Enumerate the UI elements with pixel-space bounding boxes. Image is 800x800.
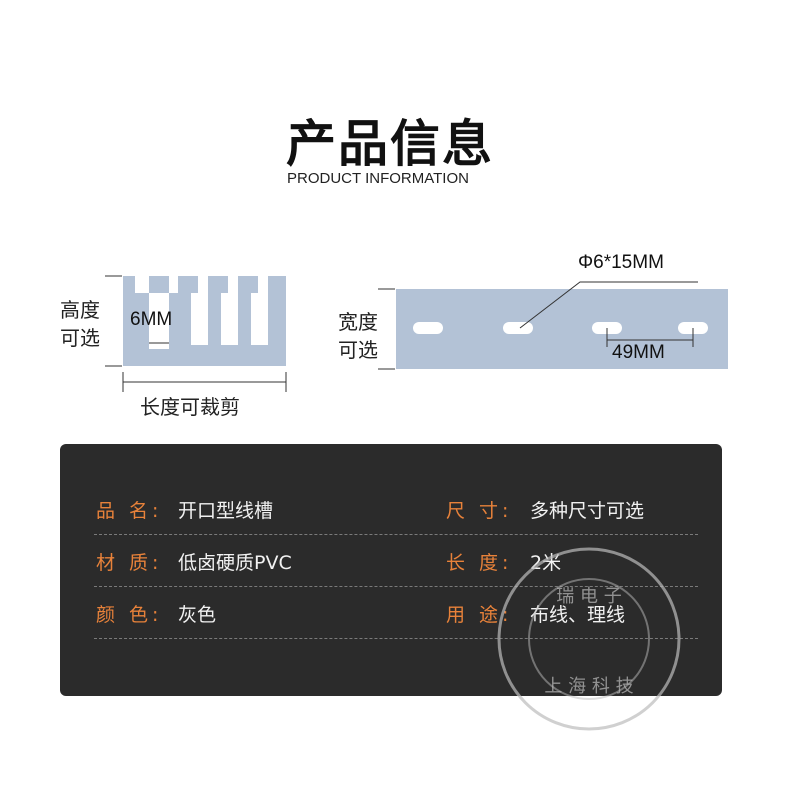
slot-3 [191, 293, 208, 345]
slot-1 [149, 293, 169, 349]
spec-row: 材 质: 低卤硬质PVC 长 度: 2米 [94, 536, 698, 587]
spec-key: 品 名: [96, 500, 163, 522]
page-subtitle: PRODUCT INFORMATION [287, 170, 469, 187]
slot-width-label: 6MM [130, 309, 173, 330]
hole-leader-line [519, 281, 698, 329]
oval-hole-1 [413, 322, 443, 334]
width-label-line2: 可选 [338, 338, 378, 362]
spec-key: 尺 寸: [446, 500, 513, 522]
spec-value: 2米 [530, 552, 562, 574]
spec-row: 颜 色: 灰色 用 途: 布线、理线 [94, 588, 698, 639]
spec-key: 材 质: [96, 552, 163, 574]
spec-key: 颜 色: [96, 604, 163, 626]
spec-value: 低卤硬质PVC [178, 552, 292, 574]
product-diagrams [105, 275, 728, 392]
slot-4 [221, 293, 238, 345]
spec-value: 多种尺寸可选 [530, 500, 645, 522]
slot-5 [251, 293, 268, 345]
flat-strip-drawing [378, 281, 728, 370]
spec-value: 布线、理线 [530, 604, 626, 626]
spec-row: 品 名: 开口型线槽 尺 寸: 多种尺寸可选 [94, 484, 698, 535]
hole-spacing-label: 49MM [612, 342, 665, 363]
comb-duct-drawing [105, 275, 287, 392]
spec-value: 开口型线槽 [178, 500, 274, 522]
spec-panel: 品 名: 开口型线槽 尺 寸: 多种尺寸可选 材 质: 低卤硬质PVC 长 度:… [60, 444, 722, 696]
spec-key: 长 度: [446, 552, 513, 574]
hole-size-label: Φ6*15MM [578, 252, 664, 273]
flat-strip-shape [396, 289, 728, 369]
page-title: 产品信息 [286, 115, 494, 173]
height-label-line1: 高度 [60, 298, 100, 322]
spec-value: 灰色 [178, 604, 217, 626]
height-label-line2: 可选 [60, 326, 100, 350]
spec-key: 用 途: [446, 604, 513, 626]
oval-hole-2 [503, 322, 533, 334]
width-label-line1: 宽度 [338, 310, 378, 334]
length-label: 长度可裁剪 [140, 395, 240, 419]
